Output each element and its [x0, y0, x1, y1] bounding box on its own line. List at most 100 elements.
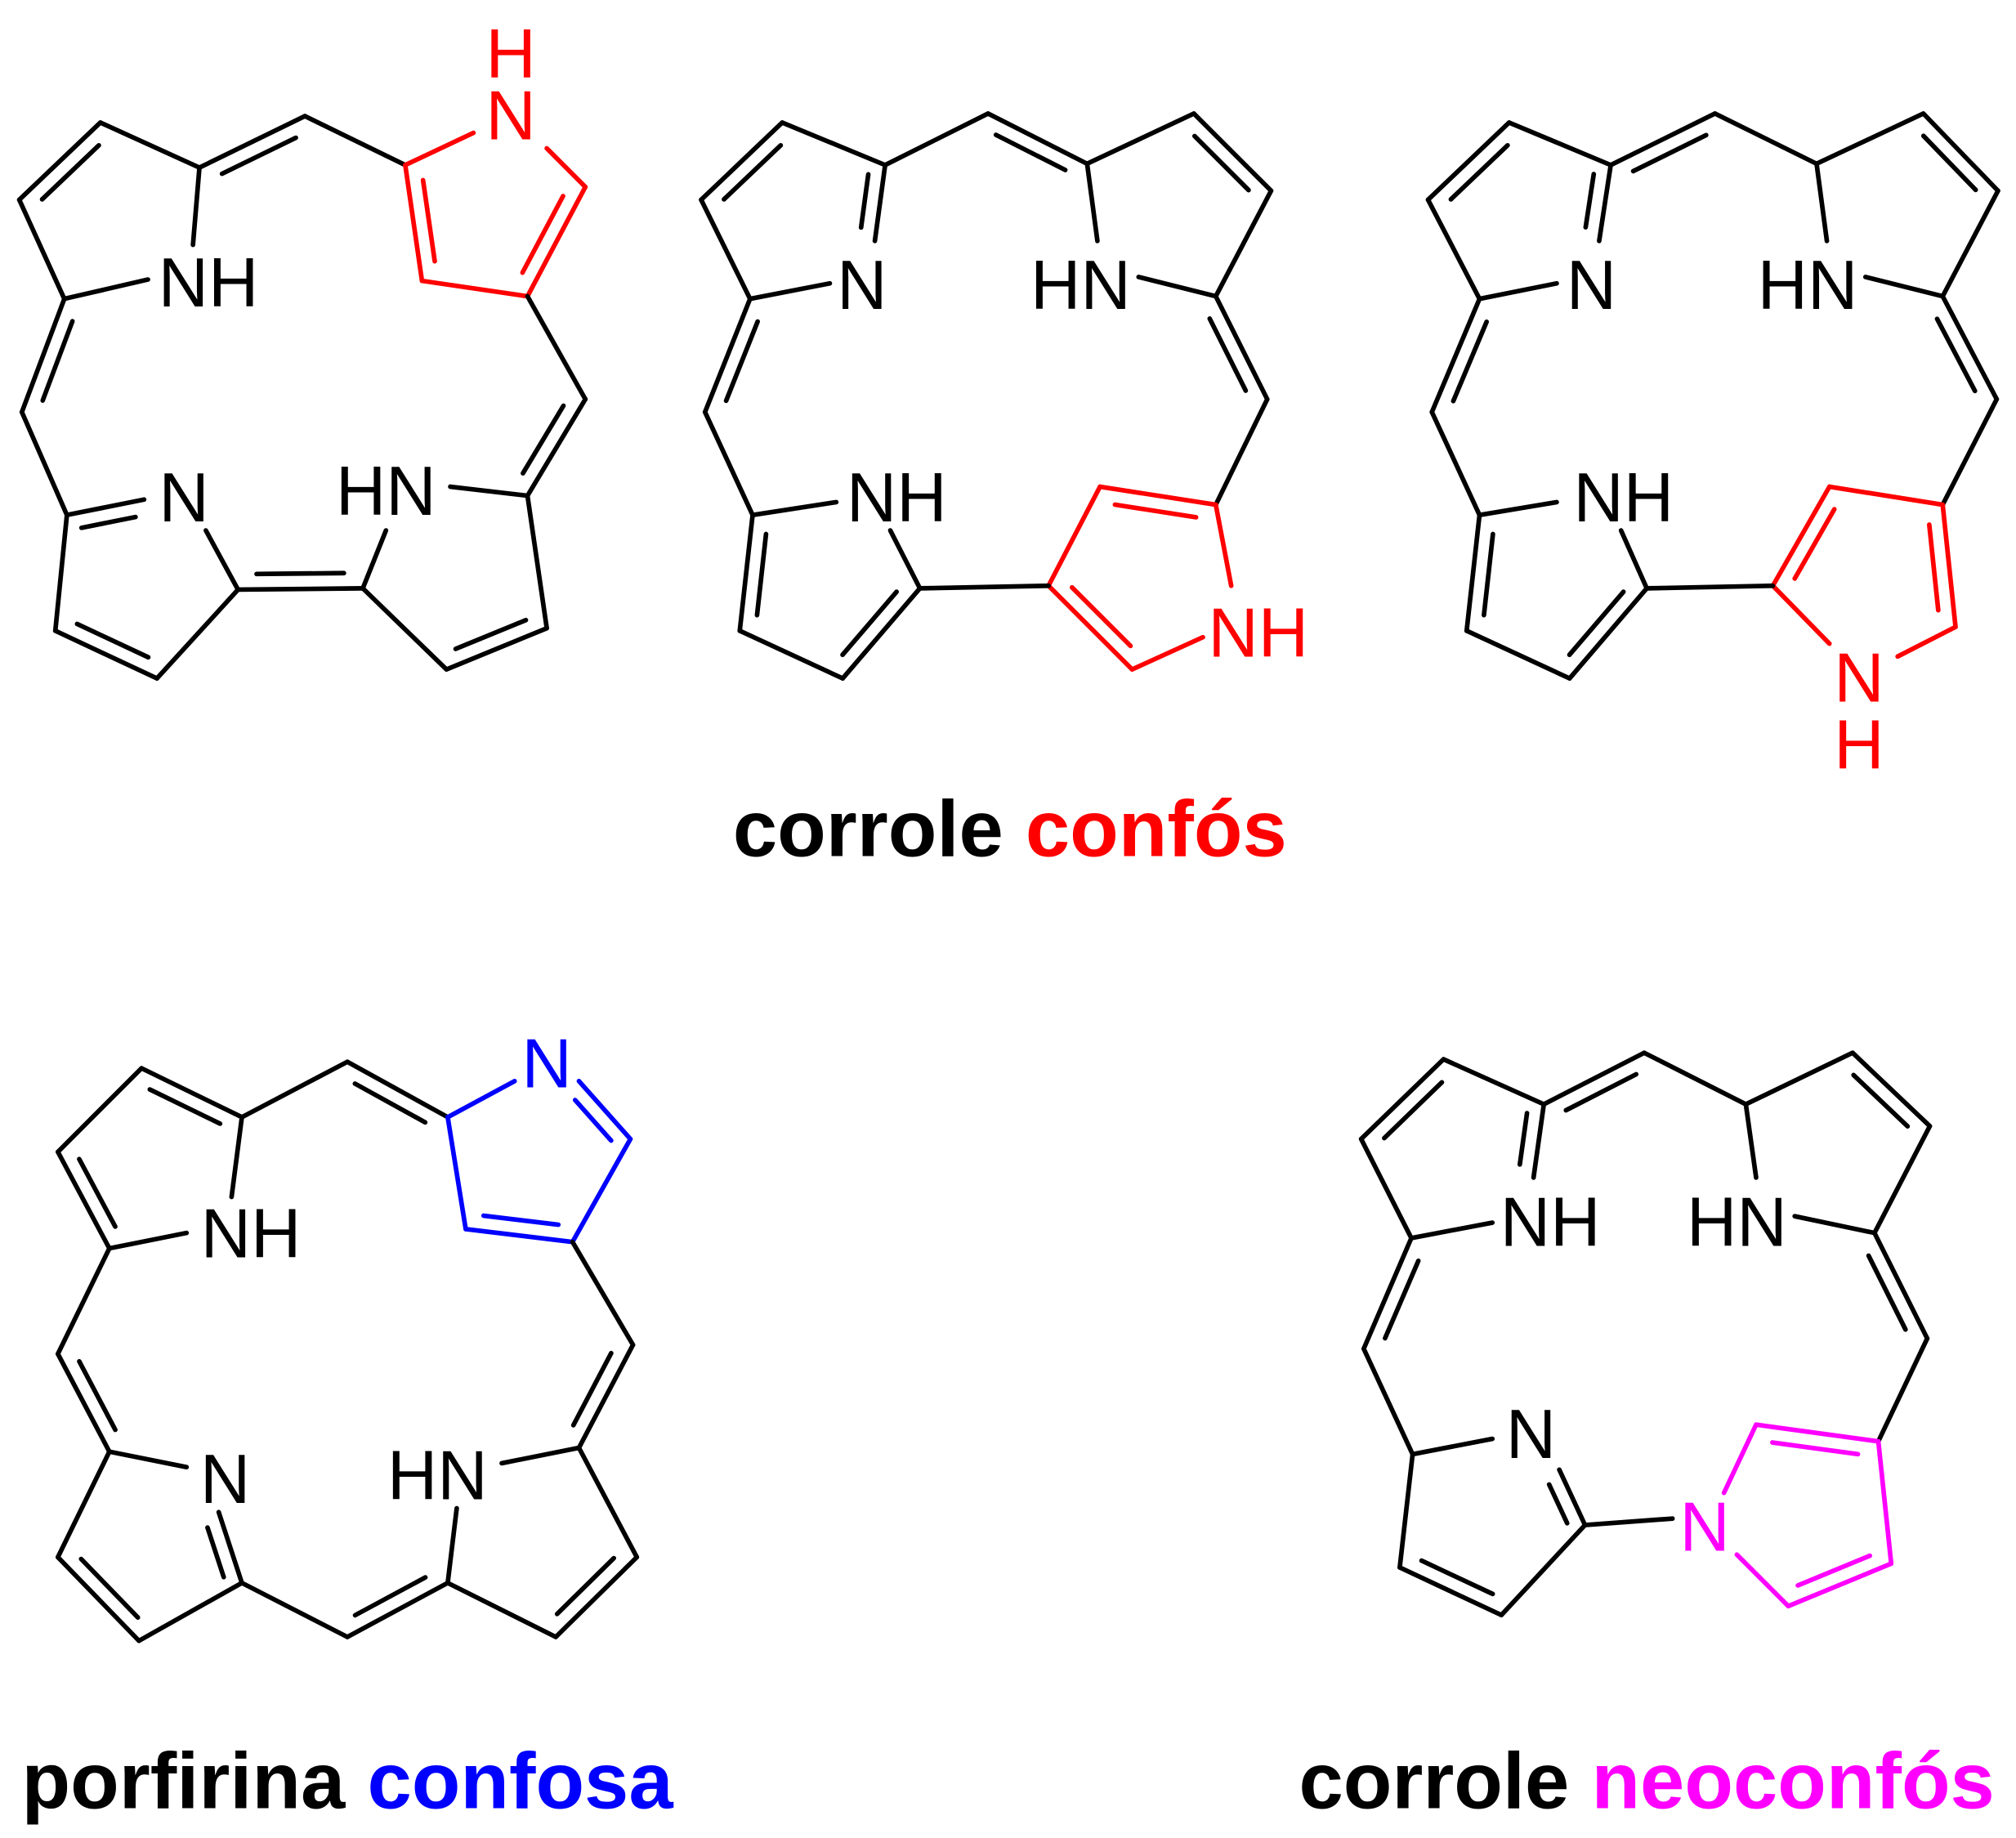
atom-label: HN	[387, 1438, 488, 1515]
bond	[737, 628, 846, 681]
bond	[56, 1149, 112, 1251]
bond	[1531, 1102, 1547, 1180]
bond	[1940, 396, 2000, 508]
bond	[403, 163, 425, 284]
bond	[1871, 1124, 1933, 1236]
bond	[1814, 111, 1926, 167]
double-bond-inner-line	[840, 589, 899, 658]
bond	[1358, 1057, 1446, 1142]
bond	[1084, 111, 1196, 167]
bond	[1920, 111, 2000, 194]
double-bond-inner-line	[352, 1081, 428, 1125]
bond	[139, 1066, 244, 1120]
bond	[19, 296, 67, 415]
double-bond-inner-line	[1567, 589, 1626, 658]
bond	[748, 280, 833, 302]
bond	[1618, 528, 1649, 591]
double-bond-inner-line	[78, 514, 138, 530]
bond	[525, 184, 588, 299]
bond	[65, 497, 147, 517]
bond	[1895, 624, 1958, 660]
double-bond-inner-line	[1851, 1072, 1911, 1129]
atom-label-confused-n: N	[1834, 639, 1884, 717]
bond	[1734, 1552, 1791, 1609]
double-bond-inner-line	[420, 177, 437, 264]
bond	[56, 1066, 145, 1155]
double-bond-inner-line	[1630, 132, 1709, 174]
double-bond-inner-line	[254, 570, 346, 577]
double-bond-inner-line	[1934, 316, 1978, 394]
bond	[1582, 1516, 1675, 1527]
double-bond-inner-line	[1382, 1080, 1445, 1141]
bond	[1477, 280, 1559, 302]
double-bond-inner-line	[554, 1555, 617, 1617]
bond	[52, 512, 69, 633]
atom-label-confused-n: N	[485, 77, 535, 154]
double-bond-inner-line	[205, 1525, 226, 1580]
bond	[525, 396, 588, 499]
atom-label: HN	[336, 453, 436, 530]
caption-corrole-confos: corrole confós	[733, 784, 1287, 873]
bond	[1754, 1422, 1881, 1444]
bond	[61, 277, 150, 302]
atom-label: HN	[1687, 1183, 1787, 1261]
double-bond-inner-line	[1383, 1258, 1421, 1341]
atom-label: NH	[159, 244, 259, 322]
bond	[1410, 1436, 1495, 1457]
bond	[1084, 161, 1100, 244]
bond	[1425, 197, 1482, 302]
double-bond-inner-line	[1451, 319, 1490, 404]
double-bond-inner-line	[77, 1358, 118, 1433]
atom-label: N	[1506, 1396, 1556, 1474]
atom-label: N	[837, 247, 887, 324]
bond	[52, 628, 159, 681]
bond	[576, 1079, 633, 1142]
bond	[1397, 1565, 1504, 1618]
double-bond-inner-line	[1191, 133, 1251, 193]
double-bond-inner-line	[1517, 1111, 1530, 1167]
double-bond-inner-line	[521, 403, 566, 476]
bond	[1850, 1050, 1933, 1129]
bonds	[16, 111, 2000, 1643]
bond	[239, 1581, 350, 1639]
bond	[1786, 1561, 1894, 1609]
bond	[1862, 275, 1946, 299]
bond	[1136, 275, 1218, 299]
bond	[1875, 1438, 1894, 1567]
bond	[1642, 1050, 1749, 1107]
atom-label: N	[200, 1441, 250, 1518]
bond	[197, 114, 307, 170]
double-bond-inner-line	[572, 1098, 614, 1143]
bond	[702, 409, 755, 517]
double-bond-inner-line	[858, 172, 871, 230]
atom-label-confused-h: H	[1834, 706, 1884, 784]
bond	[1875, 1335, 1930, 1444]
structure-5-neoconfused-corrole: NH HN N N	[1500, 1183, 1787, 1566]
double-bond-inner-line	[147, 1087, 223, 1126]
atom-label-confused-h: H	[485, 16, 535, 93]
double-bond-inner-line	[1920, 133, 1978, 193]
bond	[360, 586, 449, 672]
bond	[1712, 111, 1819, 167]
bond	[1721, 1422, 1759, 1496]
bond	[1608, 111, 1718, 168]
bond	[917, 583, 1051, 591]
bond	[1361, 1236, 1414, 1352]
bond	[576, 1445, 640, 1560]
atom-label: HN	[1030, 247, 1131, 324]
bond	[1871, 1230, 1930, 1341]
atom-label-confused-n: N	[521, 1026, 571, 1103]
bond	[737, 512, 755, 633]
structure-4-confused-porphyrin: NH N HN N	[200, 1026, 572, 1519]
bond	[1940, 502, 1958, 629]
bond	[1441, 1057, 1547, 1107]
bond	[302, 114, 408, 168]
double-bond-inner-line	[1419, 1558, 1495, 1597]
double-bond-inner-line	[722, 142, 784, 202]
bond	[16, 120, 103, 203]
bond	[1770, 583, 1832, 646]
bond	[1567, 586, 1649, 681]
bond	[1361, 1346, 1415, 1457]
bond	[56, 1449, 112, 1560]
bond	[499, 1445, 582, 1466]
